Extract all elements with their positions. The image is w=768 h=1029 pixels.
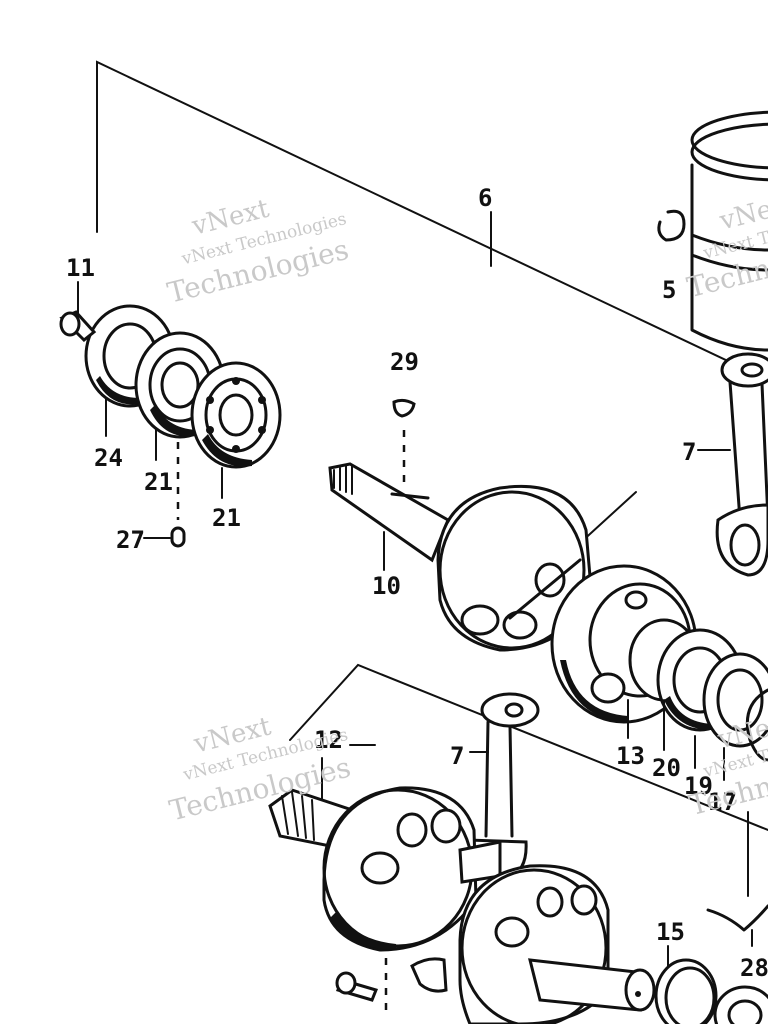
callout-24: 24 bbox=[94, 444, 123, 472]
crank-disc-lower-right bbox=[458, 864, 656, 1028]
watermark-upper-left: vNext vNext Technologies Technologies bbox=[164, 194, 352, 310]
callout-19: 19 bbox=[684, 772, 713, 800]
bracket-lines bbox=[96, 60, 768, 831]
callout-21-b: 21 bbox=[212, 504, 241, 532]
watermark-upper-right: vNext vNext Technologies Technologies bbox=[684, 188, 768, 304]
callout-20: 20 bbox=[652, 754, 681, 782]
callout-21-a: 21 bbox=[144, 468, 173, 496]
callout-29: 29 bbox=[390, 348, 419, 376]
callout-15: 15 bbox=[656, 918, 685, 946]
callout-12: 12 bbox=[314, 726, 343, 754]
callout-13: 13 bbox=[616, 742, 645, 770]
callout-7-lower: 7 bbox=[450, 742, 464, 770]
callout-27: 27 bbox=[116, 526, 145, 554]
callout-17: 17 bbox=[708, 788, 737, 816]
callout-10: 10 bbox=[372, 572, 401, 600]
callout-28: 28 bbox=[740, 954, 768, 982]
key-29 bbox=[392, 398, 416, 490]
callout-leaders bbox=[77, 281, 731, 801]
bearing-stack-left bbox=[84, 304, 282, 469]
callout-6: 6 bbox=[478, 184, 492, 212]
bearing-lower-right bbox=[713, 985, 768, 1029]
pin-27 bbox=[170, 442, 186, 548]
callout-5: 5 bbox=[662, 276, 676, 304]
callout-7-upper: 7 bbox=[682, 438, 696, 466]
piston bbox=[690, 110, 768, 352]
connecting-rod-upper bbox=[715, 352, 768, 577]
washer-15 bbox=[654, 945, 718, 1029]
bolt-11 bbox=[59, 310, 97, 343]
bolt-lower bbox=[335, 957, 448, 1010]
clip-28 bbox=[706, 811, 768, 947]
circlip-5 bbox=[657, 209, 686, 242]
crank-half-13 bbox=[550, 564, 768, 762]
callout-11: 11 bbox=[66, 254, 95, 282]
crank-half-12 bbox=[268, 786, 502, 952]
callout-labels: 6 11 5 29 7 24 21 21 27 10 12 7 13 20 19… bbox=[66, 184, 768, 982]
crank-half-10 bbox=[328, 462, 594, 652]
